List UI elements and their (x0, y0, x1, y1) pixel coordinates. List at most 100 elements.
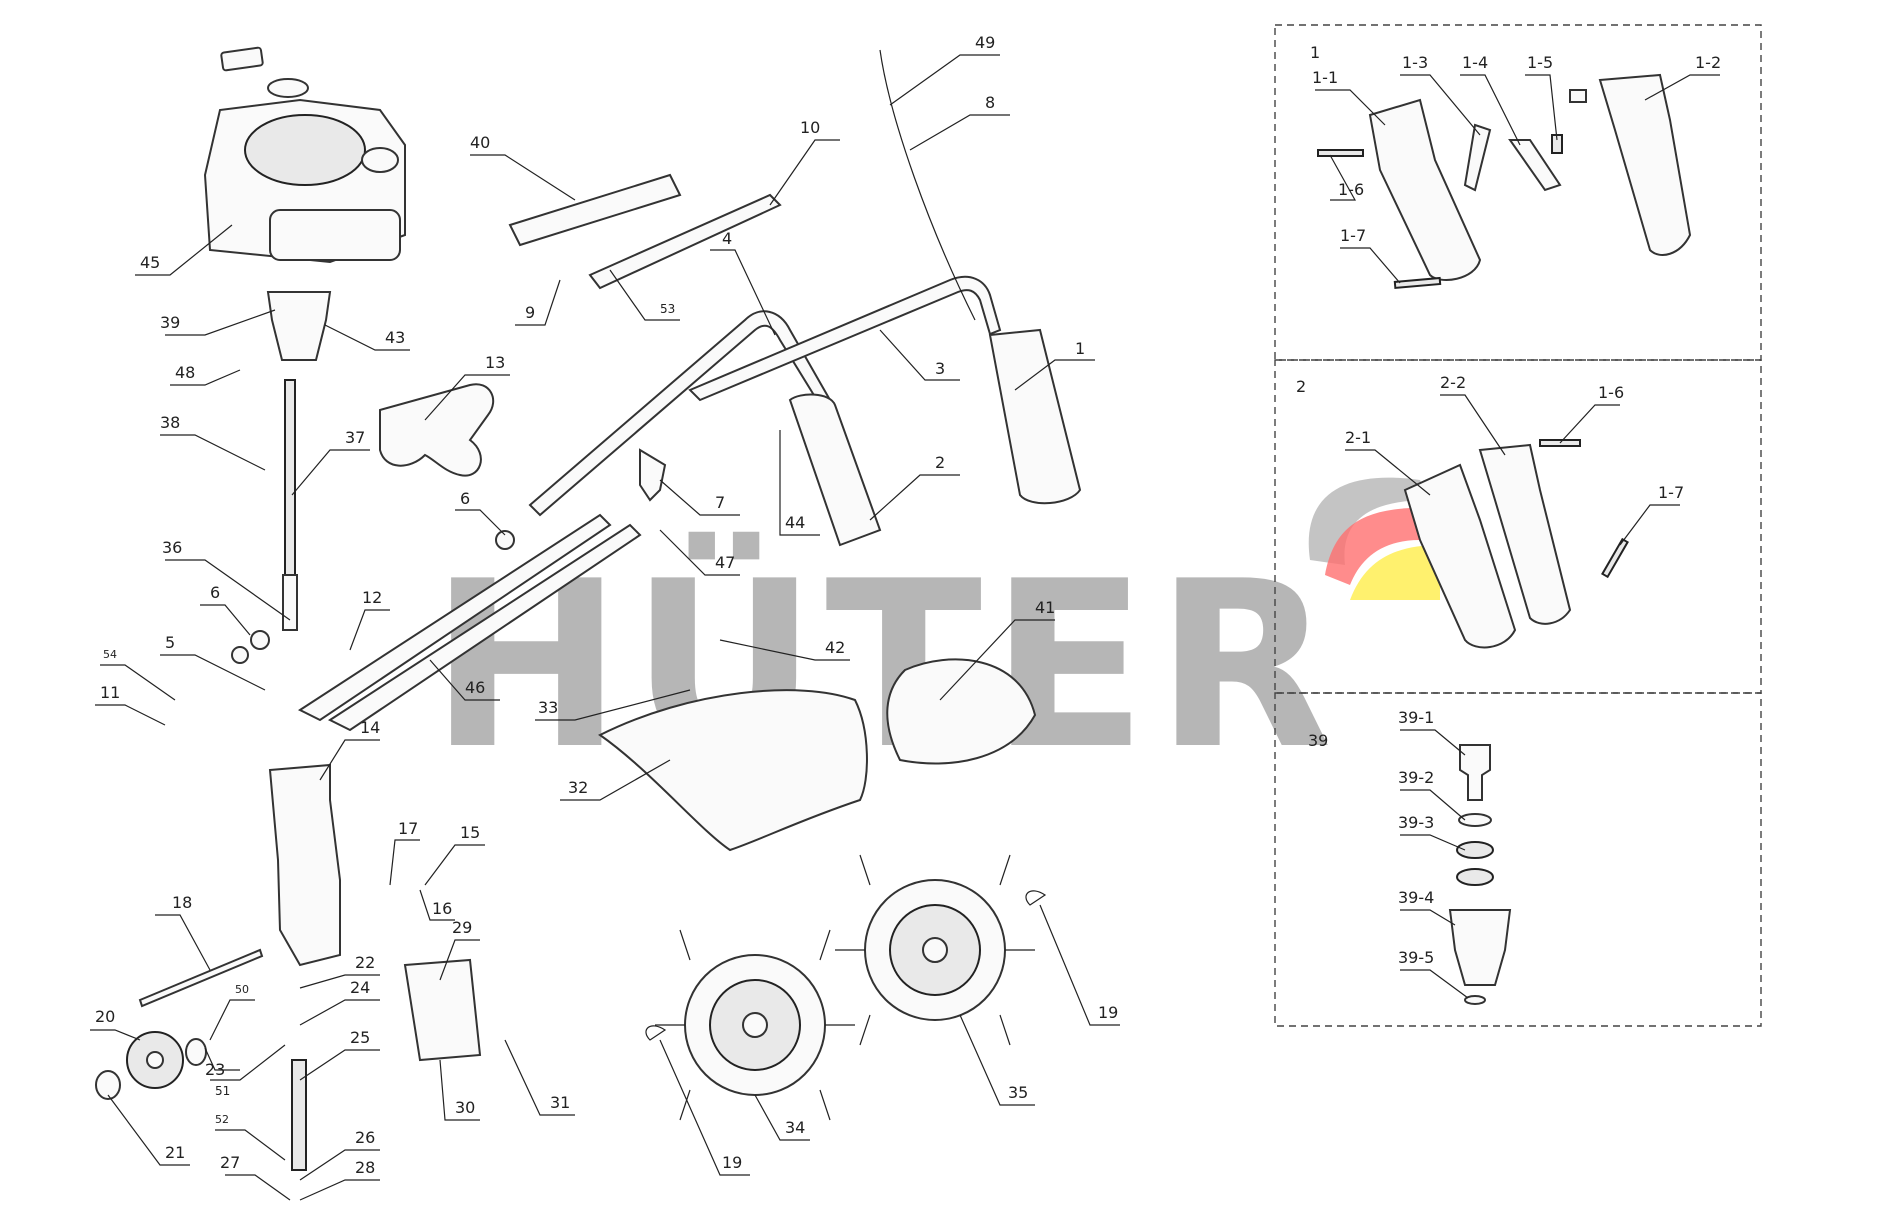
handle-grip-2 (788, 393, 882, 547)
callout-4: 4 (722, 229, 732, 248)
callout-44: 44 (785, 513, 805, 532)
housing-39-4 (1448, 909, 1512, 986)
callout-2: 2 (935, 453, 945, 472)
drive-shaft (284, 379, 296, 596)
cover-plate-40 (508, 173, 682, 247)
tine-shield-41 (886, 658, 1037, 765)
bearing-39-3 (1456, 841, 1494, 859)
callout-2-2: 2-2 (1440, 373, 1466, 392)
handle-grip-1 (988, 328, 1082, 505)
callout-21: 21 (165, 1143, 185, 1162)
callout-13: 13 (485, 353, 505, 372)
clip-39-5 (1464, 995, 1486, 1005)
screw-2-7 (1601, 537, 1629, 579)
callout-25: 25 (350, 1028, 370, 1047)
callout-43: 43 (385, 328, 405, 347)
callout-42: 42 (825, 638, 845, 657)
callout-1-2: 1-2 (1695, 53, 1721, 72)
callout-20: 20 (95, 1007, 115, 1026)
throttle-cable (879, 49, 976, 321)
callout-37: 37 (345, 428, 365, 447)
tine-assembly-35 (835, 854, 1035, 1046)
callout-47: 47 (715, 553, 735, 572)
tine-axle (138, 948, 264, 1008)
callout-15: 15 (460, 823, 480, 842)
callout-48: 48 (175, 363, 195, 382)
callout-29: 29 (452, 918, 472, 937)
callout-16: 16 (432, 899, 452, 918)
cap-6 (495, 530, 515, 550)
trigger-1-4 (1508, 139, 1562, 192)
frame-tube-46 (297, 513, 612, 722)
cap-6b (250, 630, 270, 650)
callout-17: 17 (398, 819, 418, 838)
callout-30: 30 (455, 1098, 475, 1117)
callout-1-4: 1-4 (1462, 53, 1488, 72)
callout-5: 5 (165, 633, 175, 652)
bearing-39-3b (1456, 868, 1494, 886)
watermark-swoosh-yellow (1350, 545, 1440, 600)
tine-assembly-34 (655, 929, 855, 1121)
callout-39: 39 (160, 313, 180, 332)
callout-38: 38 (160, 413, 180, 432)
callout-40: 40 (470, 133, 490, 152)
washer-21 (95, 1070, 121, 1100)
engine-part (203, 46, 406, 264)
callout-39-1: 39-1 (1398, 708, 1434, 727)
handle-half-2-1 (1403, 463, 1517, 649)
handle-half-1-2 (1598, 73, 1692, 256)
callout-19a: 19 (722, 1153, 742, 1172)
callout-54: 54 (103, 648, 117, 661)
callout-46: 46 (465, 678, 485, 697)
callout-6a: 6 (460, 489, 470, 508)
handle-half-2-2 (1478, 443, 1572, 625)
gasket-part (379, 383, 495, 477)
callout-24: 24 (350, 978, 370, 997)
cap-6c (231, 646, 249, 664)
lever-1-3 (1463, 123, 1492, 192)
callout-41: 41 (1035, 598, 1055, 617)
shaft-coupling (282, 574, 298, 631)
callout-34: 34 (785, 1118, 805, 1137)
callout-32: 32 (568, 778, 588, 797)
callout-7: 7 (715, 493, 725, 512)
gear-housing (268, 763, 341, 967)
callout-39-5: 39-5 (1398, 948, 1434, 967)
callout-39-3: 39-3 (1398, 813, 1434, 832)
callout-26: 26 (355, 1128, 375, 1147)
callout-18: 18 (172, 893, 192, 912)
callout-2-1: 2-1 (1345, 428, 1371, 447)
knob-7 (639, 448, 667, 502)
callout-36: 36 (162, 538, 182, 557)
gearbox-part-39-1 (1459, 744, 1491, 801)
callout-50: 50 (235, 983, 249, 996)
callout-1-6: 1-6 (1338, 180, 1364, 199)
bearing-23 (185, 1038, 207, 1066)
callout-45: 45 (140, 253, 160, 272)
callout-1: 1 (1075, 339, 1085, 358)
callout-39-2: 39-2 (1398, 768, 1434, 787)
inset-label-39: 39 (1308, 731, 1328, 750)
frame-tube-46b (327, 523, 642, 732)
callout-1-3: 1-3 (1402, 53, 1428, 72)
screw-1-7 (1393, 276, 1442, 289)
callout-8: 8 (985, 93, 995, 112)
callout-22: 22 (355, 953, 375, 972)
callout-19b: 19 (1098, 1003, 1118, 1022)
circlip-39-2 (1458, 813, 1492, 827)
callout-1-5: 1-5 (1527, 53, 1553, 72)
callout-11: 11 (100, 683, 120, 702)
inset-label-1: 1 (1310, 43, 1320, 62)
callout-28: 28 (355, 1158, 375, 1177)
callout-9: 9 (525, 303, 535, 322)
pin-19b (1025, 890, 1047, 906)
callout-1-7: 1-7 (1340, 226, 1366, 245)
handle-half-1-1 (1368, 98, 1482, 281)
inset-box-gearbox-39 (1274, 692, 1762, 1027)
callout-23: 23 (205, 1060, 225, 1079)
tine-shield-32 (598, 689, 868, 852)
callout-12: 12 (362, 588, 382, 607)
clip-1-5 (1569, 89, 1587, 103)
inset-box-handle-1 (1274, 24, 1762, 361)
